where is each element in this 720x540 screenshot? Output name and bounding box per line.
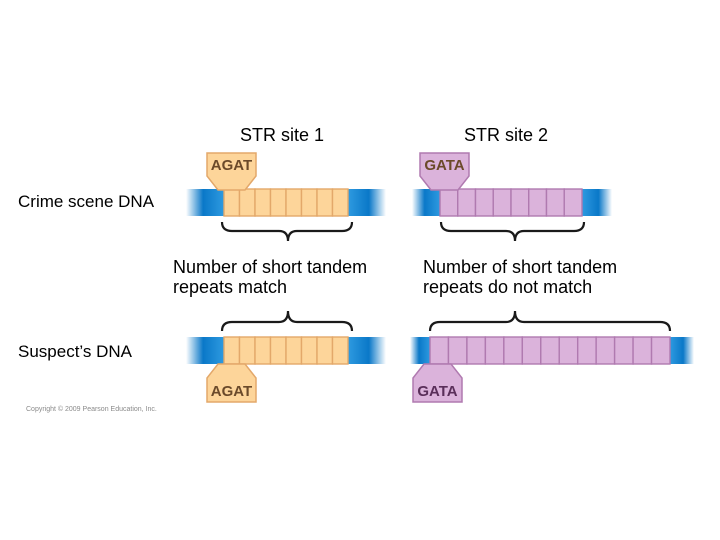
- repeat-unit: [650, 336, 671, 365]
- crime-site1-motif-tag: AGAT: [206, 152, 257, 191]
- suspect-site2-left-flank: [410, 337, 430, 364]
- crime-scene-dna-label: Crime scene DNA: [18, 192, 155, 211]
- repeat-unit: [447, 336, 468, 365]
- match-lower-brace: [220, 310, 354, 332]
- nomatch-caption-line-2: repeats do not match: [423, 277, 593, 297]
- copyright-notice: Copyright © 2009 Pearson Education, Inc.: [26, 406, 157, 413]
- repeat-unit: [316, 188, 334, 217]
- repeat-unit: [595, 336, 616, 365]
- crime-site1-repeats: [223, 188, 349, 217]
- nomatch-upper-brace: [439, 221, 586, 242]
- crime-site1-motif-box: [206, 152, 257, 191]
- suspect-site1-strand: [186, 336, 386, 365]
- repeat-unit: [576, 336, 597, 365]
- suspect-site2-strand: [410, 336, 694, 365]
- crime-site2-right-flank: [582, 189, 612, 216]
- suspect-site2-right-flank: [670, 337, 694, 364]
- repeat-unit: [285, 188, 303, 217]
- nomatch-lower-brace: [428, 310, 672, 332]
- match-upper-brace: [220, 221, 354, 242]
- repeat-unit: [254, 336, 272, 365]
- repeat-unit: [238, 188, 256, 217]
- crime-site1-left-flank: [186, 189, 224, 216]
- crime-site1-motif-text: AGAT: [211, 157, 252, 174]
- crime-site1-strand: [186, 188, 386, 217]
- repeat-unit: [238, 336, 256, 365]
- repeat-unit: [632, 336, 653, 365]
- repeat-unit: [439, 188, 459, 217]
- match-caption-line-2: repeats match: [173, 277, 288, 297]
- repeat-unit: [540, 336, 560, 365]
- repeat-unit: [474, 188, 494, 217]
- repeat-unit: [503, 336, 524, 365]
- nomatch-caption: Number of short tandem repeats do not ma…: [423, 257, 617, 297]
- repeat-unit: [563, 188, 583, 217]
- crime-site2-motif-text: GATA: [424, 157, 464, 174]
- repeat-unit: [269, 336, 287, 365]
- suspect-site2-motif-text: GATA: [417, 383, 457, 400]
- str-site-2-label: STR site 2: [464, 125, 549, 145]
- crime-site2-motif-tag: GATA: [419, 152, 470, 191]
- suspect-site1-motif-text: AGAT: [211, 383, 252, 400]
- suspect-site2-motif-box: [412, 363, 463, 403]
- repeat-unit: [521, 336, 542, 365]
- repeat-unit: [269, 188, 287, 217]
- crime-site2-repeats: [439, 188, 583, 217]
- repeat-unit: [223, 188, 241, 217]
- nomatch-caption-line-1: Number of short tandem: [423, 257, 618, 277]
- suspect-site1-left-flank: [186, 337, 224, 364]
- suspect-site2-repeats: [429, 336, 671, 365]
- suspect-site2-motif-tag: GATA: [412, 363, 463, 403]
- crime-site2-left-flank: [412, 189, 440, 216]
- suspect-site1-motif-tag: AGAT: [206, 363, 257, 403]
- repeat-unit: [331, 188, 349, 217]
- suspect-site1-right-flank: [348, 337, 386, 364]
- suspect-site1-motif-box: [206, 363, 257, 403]
- repeat-unit: [510, 188, 530, 217]
- repeat-unit: [285, 336, 303, 365]
- crime-site2-motif-box: [419, 152, 470, 191]
- suspect-dna-label: Suspect’s DNA: [18, 342, 133, 361]
- match-caption-line-1: Number of short tandem: [173, 257, 368, 277]
- repeat-unit: [316, 336, 334, 365]
- repeat-unit: [613, 336, 634, 365]
- crime-site2-strand: [412, 188, 612, 217]
- crime-site1-right-flank: [348, 189, 386, 216]
- repeat-unit: [300, 188, 318, 217]
- repeat-unit: [484, 336, 505, 365]
- repeat-unit: [300, 336, 318, 365]
- match-caption: Number of short tandem repeats match: [173, 257, 367, 297]
- repeat-unit: [528, 188, 548, 217]
- repeat-unit: [492, 188, 512, 217]
- repeat-unit: [466, 336, 487, 365]
- repeat-unit: [558, 336, 579, 365]
- repeat-unit: [457, 188, 477, 217]
- str-site-1-label: STR site 1: [240, 125, 325, 145]
- repeat-unit: [545, 188, 565, 217]
- repeat-unit: [429, 336, 450, 365]
- suspect-site1-repeats: [223, 336, 349, 365]
- repeat-unit: [254, 188, 272, 217]
- repeat-unit: [223, 336, 241, 365]
- repeat-unit: [331, 336, 349, 365]
